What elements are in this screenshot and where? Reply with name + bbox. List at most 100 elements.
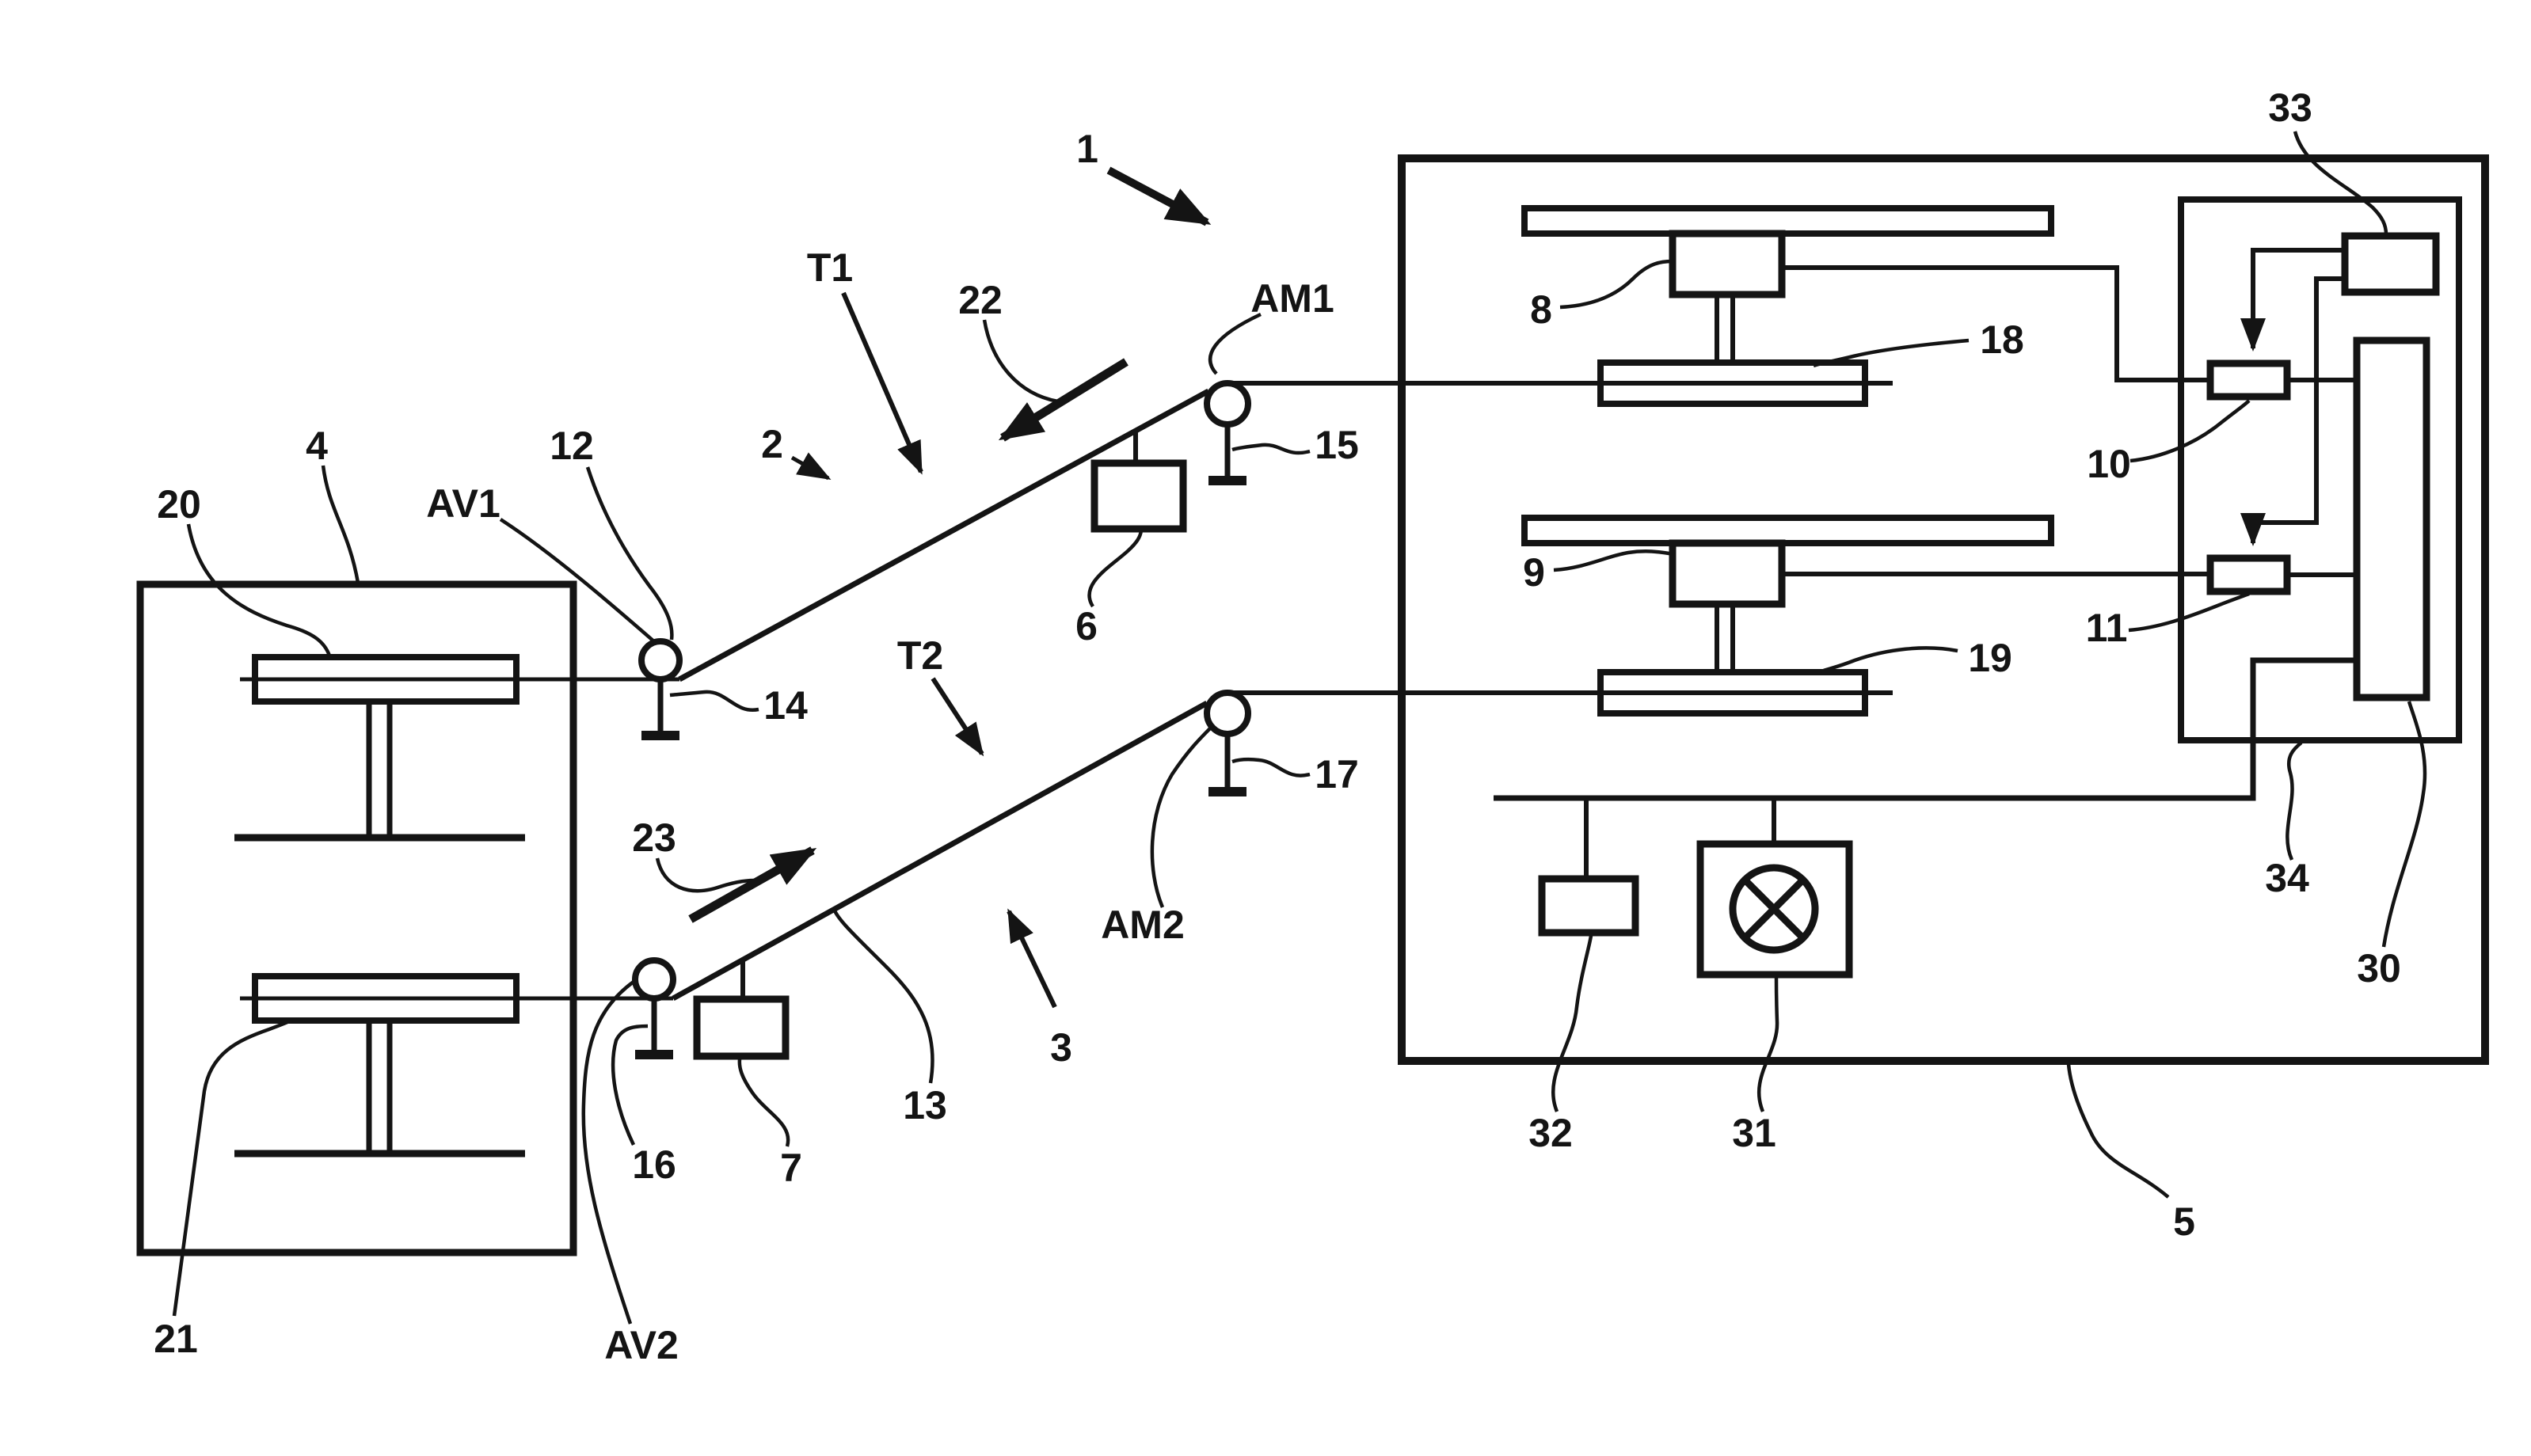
sensor7-box [693,995,790,1060]
reel21-stem [366,1017,393,1157]
label-9: 9 [1523,550,1545,595]
label-1: 1 [1076,127,1098,171]
label-5: 5 [2173,1199,2195,1244]
head8-shaft [1715,292,1735,365]
label-3: 3 [1050,1025,1072,1070]
dir23-arrow-icon [688,846,817,923]
leader-32 [1551,935,1593,1112]
leader-8 [1559,259,1673,310]
roller-av1-circle [638,638,683,682]
belt2-arrow-icon [1007,908,1057,1009]
label-13: 13 [903,1083,947,1127]
label-2: 2 [761,422,783,466]
head9-motor [1669,539,1786,608]
roller-av2-circle [632,957,676,1002]
platen8-bar [1521,205,2054,237]
label-t2: T2 [897,633,943,678]
unit33-to-unit10-arrow [2240,248,2345,352]
label-11: 11 [2086,606,2128,650]
label-14: 14 [763,683,808,728]
cassette-box-4 [136,580,577,1256]
label-8: 8 [1530,287,1552,332]
leader-am1 [1208,312,1262,375]
unit30-box [2353,336,2430,701]
dir22-arrow-icon [998,358,1128,442]
leader-30 [2381,701,2427,948]
label-21: 21 [154,1317,198,1361]
label-22: 22 [958,278,1003,322]
leader-22 [982,319,1059,404]
controller-box-34 [2178,196,2462,743]
reel20-stem [366,698,393,841]
label-34: 34 [2265,856,2309,900]
lamp-x2-icon [1741,876,1806,941]
label-12: 12 [550,424,594,468]
disc19-box [1597,669,1868,717]
leader-17 [1231,757,1311,777]
leader-5 [2066,1063,2170,1199]
leader-9 [1553,549,1675,572]
label-av1: AV1 [426,481,500,526]
label-30: 30 [2357,946,2401,990]
label-33: 33 [2268,86,2312,130]
leader-av2 [581,980,635,1325]
leader-14 [669,690,759,713]
unit10-box [2206,359,2291,401]
label-31: 31 [1732,1111,1776,1155]
label-am1: AM1 [1250,276,1334,321]
unit30-to-bus-line [1494,657,2357,801]
leader-34 [2286,741,2303,861]
system-arrow-icon [1106,166,1212,226]
leader-15 [1231,443,1311,455]
unit33-box [2341,232,2440,296]
sensor6-box [1090,459,1187,533]
unit11-box [2206,554,2291,595]
label-4: 4 [306,424,328,468]
leader-10 [2129,399,2251,463]
head8-control-line [1782,265,2210,382]
leader-33 [2293,131,2388,235]
t1-arrow-icon [841,291,923,475]
label-15: 15 [1315,423,1359,467]
roller-am1-circle [1204,380,1251,428]
label-6: 6 [1075,604,1098,648]
tape2-diagonal [672,700,1208,1002]
leader-4 [321,465,360,584]
label-19: 19 [1968,636,2012,680]
head9-shaft [1715,602,1735,675]
label-17: 17 [1315,752,1359,796]
leader-16 [611,1024,649,1146]
leader-23 [655,857,755,893]
leader-12 [585,466,674,641]
head8-motor [1669,230,1786,298]
label-23: 23 [632,815,676,860]
deck-box-5 [1398,154,2489,1065]
label-32: 32 [1528,1111,1573,1155]
t2-arrow-icon [931,677,984,757]
leader-13 [832,908,934,1084]
leader-am2 [1150,727,1212,908]
label-16: 16 [632,1142,676,1187]
unit31-box [1696,840,1853,979]
belt1-arrow-icon [790,452,832,481]
leader-31 [1756,976,1779,1112]
figure-root: 142021AV112142T1226AM115T21323316AV2717A… [136,86,2489,1367]
leader-20 [186,523,332,656]
label-7: 7 [780,1146,802,1190]
leader-av1 [499,518,657,644]
roller-am2-circle [1204,690,1251,737]
label-t1: T1 [807,245,853,290]
leader-21 [172,1017,296,1317]
label-18: 18 [1980,317,2024,362]
leader-7 [737,1059,790,1147]
leader-11 [2128,591,2250,633]
leader-18 [1813,338,1970,368]
unit32-box [1538,875,1639,937]
label-10: 10 [2087,442,2131,486]
label-am2: AM2 [1101,903,1185,947]
lamp-icon [1729,864,1819,954]
leader-6 [1087,530,1144,608]
tape1-diagonal [678,388,1210,682]
